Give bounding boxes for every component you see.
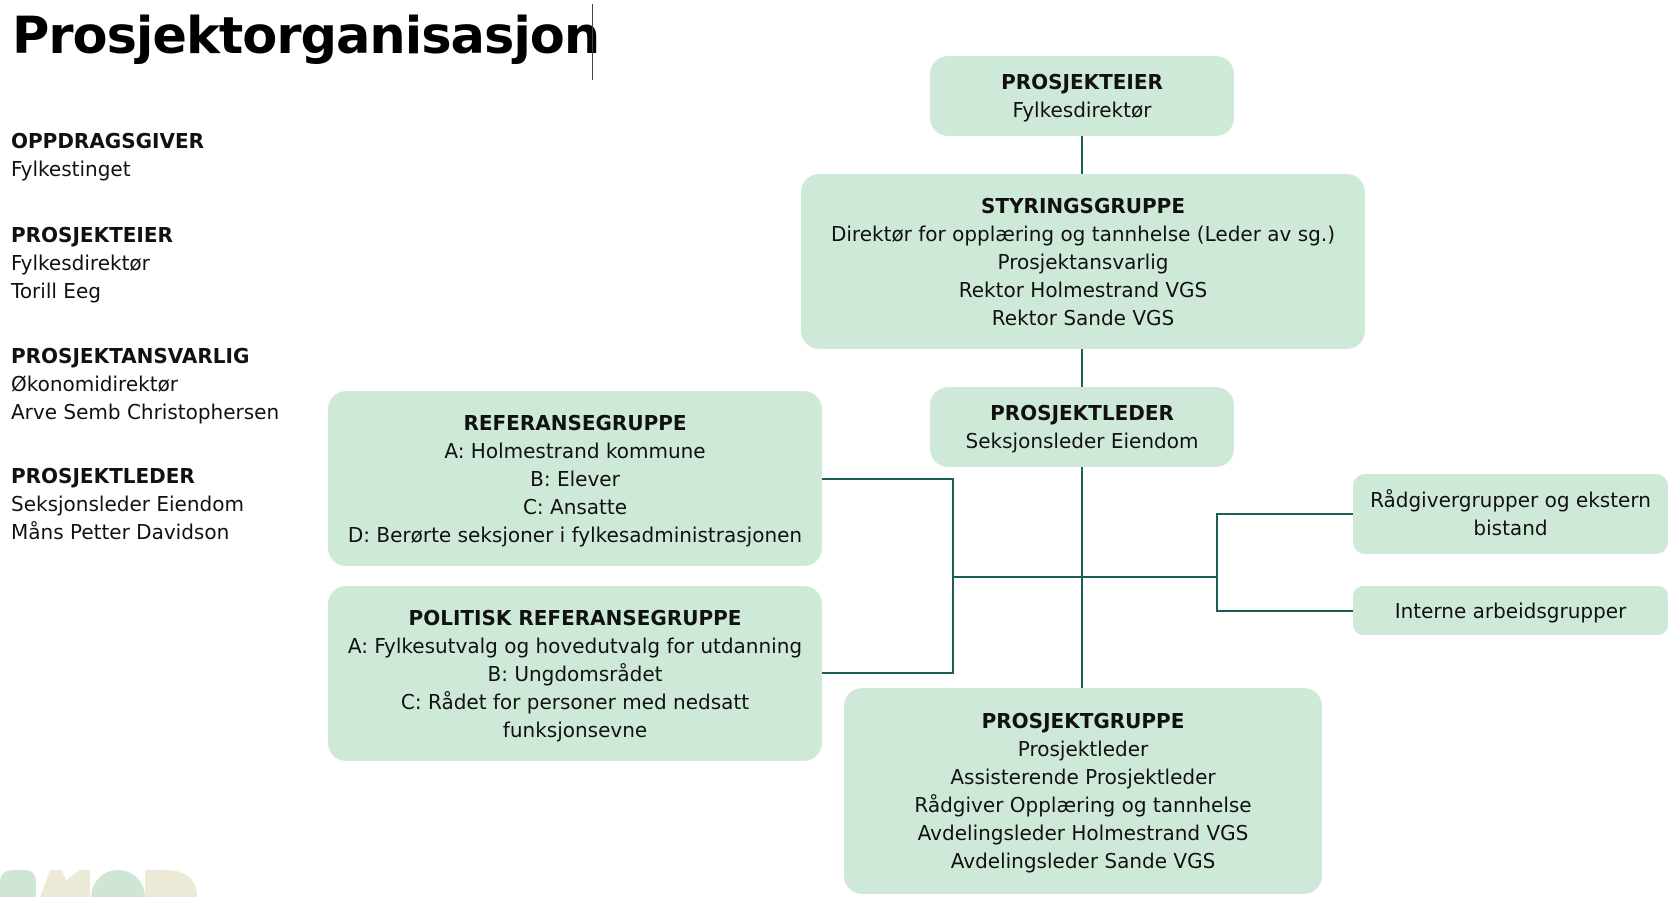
info-prosjektleder: PROSJEKTLEDER Seksjonsleder Eiendom Måns… (11, 462, 244, 546)
box-heading: PROSJEKTLEDER (990, 401, 1174, 425)
logo-decoration (0, 870, 197, 897)
info-line: Torill Eeg (11, 279, 101, 303)
box-line: Prosjektleder (1017, 737, 1149, 761)
info-heading: PROSJEKTEIER (11, 223, 173, 247)
box-heading: REFERANSEGRUPPE (463, 410, 687, 435)
info-prosjekteier: PROSJEKTEIER Fylkesdirektør Torill Eeg (11, 221, 173, 305)
box-prosjektleder: PROSJEKTLEDER Seksjonsleder Eiendom (930, 387, 1234, 467)
box-prosjektgruppe: PROSJEKTGRUPPE Prosjektleder Assisterend… (844, 688, 1322, 894)
box-radgivergrupper: Rådgivergrupper og ekstern bistand (1353, 474, 1668, 554)
box-line: Direktør for opplæring og tannhelse (Led… (830, 221, 1336, 246)
info-prosjektansvarlig: PROSJEKTANSVARLIG Økonomidirektør Arve S… (11, 342, 279, 426)
info-heading: OPPDRAGSGIVER (11, 129, 205, 153)
info-line: Seksjonsleder Eiendom (11, 492, 244, 516)
box-line: Avdelingsleder Holmestrand VGS (917, 821, 1249, 845)
box-line: Rektor Sande VGS (991, 305, 1175, 330)
box-line: Rådgivergrupper og ekstern (1370, 488, 1651, 512)
box-line: B: Elever (530, 466, 620, 491)
box-styringsgruppe: STYRINGSGRUPPE Direktør for opplæring og… (801, 174, 1365, 349)
box-line: Seksjonsleder Eiendom (965, 429, 1199, 453)
box-line: Rektor Holmestrand VGS (958, 277, 1208, 302)
info-line: Måns Petter Davidson (11, 520, 230, 544)
connector-referansegrupper (822, 478, 954, 674)
box-prosjekteier: PROSJEKTEIER Fylkesdirektør (930, 56, 1234, 136)
info-line: Fylkesdirektør (11, 251, 150, 275)
box-line: funksjonsevne (502, 717, 648, 742)
box-line: C: Ansatte (522, 494, 628, 519)
box-line: A: Holmestrand kommune (444, 438, 706, 463)
info-line: Fylkestinget (11, 157, 131, 181)
box-line: bistand (1473, 516, 1548, 540)
box-line: C: Rådet for personer med nedsatt (400, 689, 750, 714)
connector-stottegrupper (1216, 513, 1353, 612)
box-line: D: Berørte seksjoner i fylkesadministras… (347, 522, 803, 547)
box-line: Interne arbeidsgrupper (1394, 598, 1627, 623)
box-heading: POLITISK REFERANSEGRUPPE (408, 605, 742, 630)
info-oppdragsgiver: OPPDRAGSGIVER Fylkestinget (11, 127, 204, 183)
box-interne-arbeidsgrupper: Interne arbeidsgrupper (1353, 586, 1668, 635)
box-heading: STYRINGSGRUPPE (981, 193, 1185, 218)
box-heading: PROSJEKTGRUPPE (981, 709, 1185, 733)
box-line: Assisterende Prosjektleder (950, 765, 1216, 789)
box-line: A: Fylkesutvalg og hovedutvalg for utdan… (347, 633, 803, 658)
info-line: Økonomidirektør (11, 372, 179, 396)
box-heading: PROSJEKTEIER (1001, 70, 1163, 94)
info-heading: PROSJEKTLEDER (11, 464, 195, 488)
text-cursor (592, 4, 593, 80)
info-heading: PROSJEKTANSVARLIG (11, 344, 250, 368)
page-title: Prosjektorganisasjon (12, 7, 600, 66)
box-line: B: Ungdomsrådet (487, 661, 663, 686)
box-referansegruppe: REFERANSEGRUPPE A: Holmestrand kommune B… (328, 391, 822, 566)
info-line: Arve Semb Christophersen (11, 400, 280, 424)
box-line: Prosjektansvarlig (997, 249, 1169, 274)
box-line: Avdelingsleder Sande VGS (950, 849, 1216, 873)
box-politisk-referansegruppe: POLITISK REFERANSEGRUPPE A: Fylkesutvalg… (328, 586, 822, 761)
box-line: Fylkesdirektør (1012, 98, 1152, 122)
box-line: Rådgiver Opplæring og tannhelse (914, 793, 1252, 817)
